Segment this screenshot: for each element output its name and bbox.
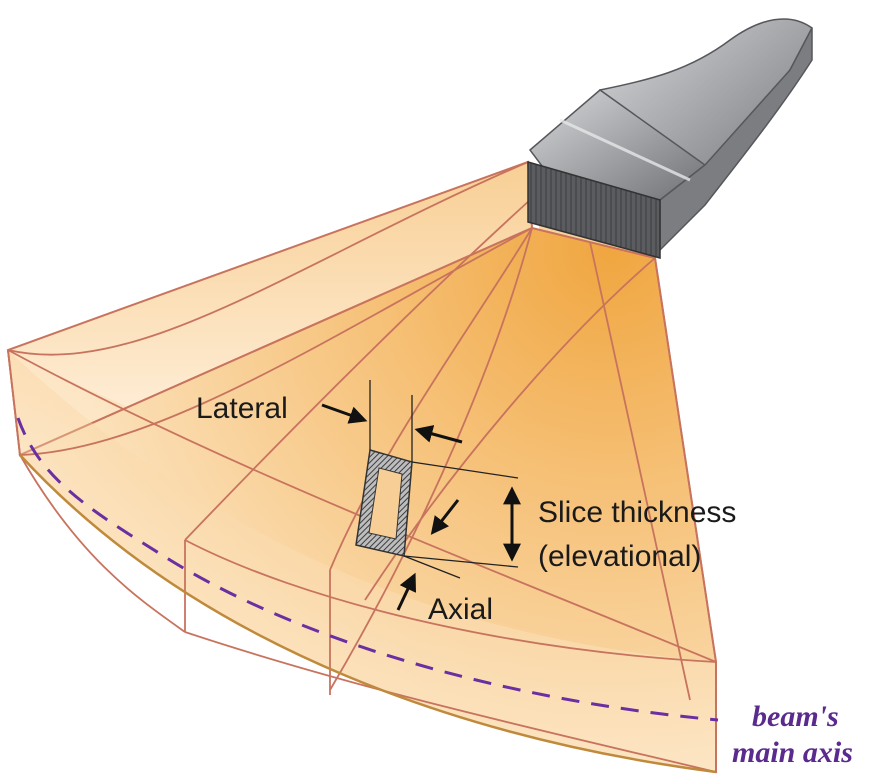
voxel-inner (368, 467, 403, 540)
main-axis-label: main axis (732, 736, 853, 769)
arrow-icon (321, 403, 521, 611)
axial-arrow-top (430, 499, 460, 535)
beam-outer-edge (19, 454, 717, 774)
dimension-lines (369, 380, 519, 579)
lateral-arrow-right (414, 425, 463, 444)
lateral-arrow-left (321, 403, 368, 424)
axial-arrow-bottom (396, 572, 417, 611)
beam-grid-lines (7, 161, 717, 773)
beam-bottom-arc (8, 350, 716, 772)
resolution-voxel (355, 449, 413, 557)
transducer-array-face (527, 161, 661, 259)
elevational-label: (elevational) (538, 540, 701, 573)
beam-volume (6, 160, 717, 774)
axial-label: Axial (428, 593, 493, 626)
ultrasound-probe-icon (527, 18, 813, 259)
beam-label: beam's (752, 700, 839, 733)
slice-thickness-label: Slice thickness (538, 496, 736, 529)
lateral-label: Lateral (196, 392, 288, 425)
